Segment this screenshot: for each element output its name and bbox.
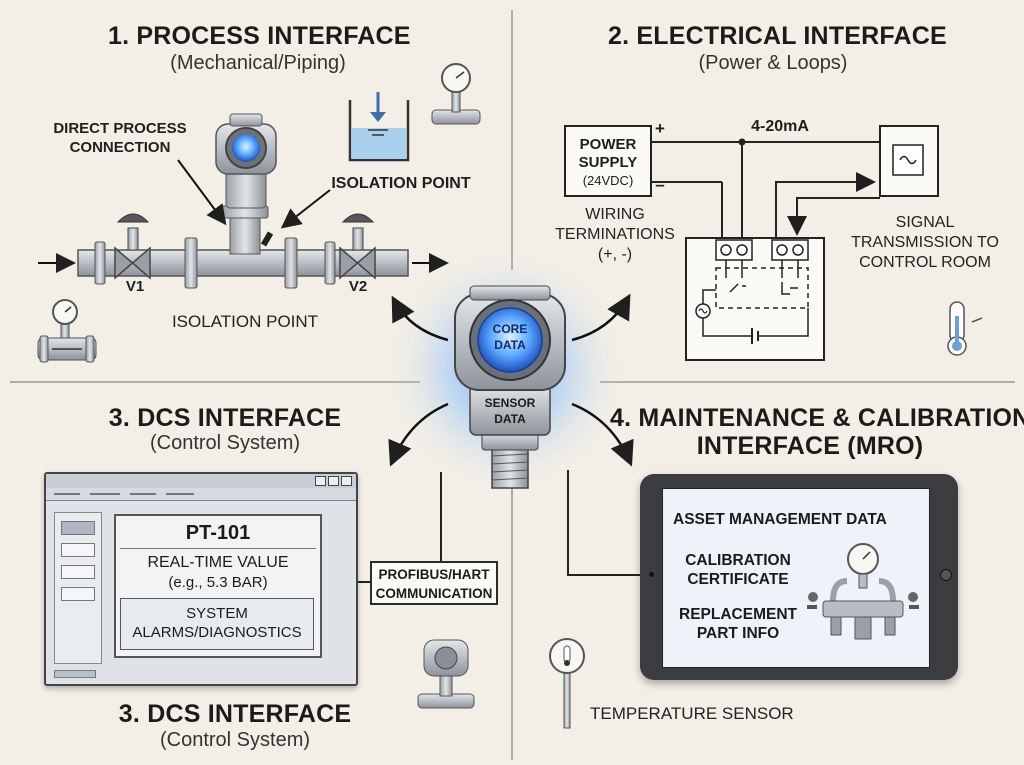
window-maximize-icon[interactable] [328,476,339,486]
sidebar-item[interactable] [61,587,95,601]
process-subtitle: (Mechanical/Piping) [170,52,346,74]
electrical-wiring [564,125,939,361]
toolbar-tab[interactable] [90,493,120,495]
toolbar-tab[interactable] [166,493,194,495]
sidebar-item[interactable] [61,543,95,557]
sidebar-item[interactable] [61,521,95,535]
alarms-panel[interactable]: SYSTEM ALARMS/DIAGNOSTICS [120,598,314,650]
alarms-line1: SYSTEM [186,605,248,622]
dcs-subtitle-top: (Control System) [149,432,301,454]
core-data-line1: CORE [492,322,528,336]
replacement-line1: REPLACEMENT [679,606,797,623]
center-sensor [454,285,566,489]
pt101-tag: PT-101 [185,522,251,544]
calibration-line1: CALIBRATION [685,552,791,569]
tablet-camera [649,572,654,577]
asset-management-label[interactable]: ASSET MANAGEMENT DATA [673,511,887,528]
dcs-window-titlebar [46,474,356,489]
window-close-icon[interactable] [341,476,352,486]
isolation-leader [280,189,331,229]
status-bar-item [54,670,96,678]
power-supply-line3: (24VDC) [582,173,634,188]
tablet-screen: ASSET MANAGEMENT DATA CALIBRATION CERTIF… [662,488,930,668]
dcs-title-top: 3. DCS INTERFACE [108,404,342,432]
isolation-point-label-top: ISOLATION POINT [331,175,471,192]
comm-protocol-box: PROFIBUS/HART COMMUNICATION [370,561,498,605]
minus-terminal-label: – [655,175,665,194]
valve-v2-label: V2 [348,278,368,295]
calibration-certificate-label[interactable]: CALIBRATION CERTIFICATE [663,551,813,589]
window-minimize-icon[interactable] [315,476,326,486]
arrow-to-maintenance [571,402,634,467]
flow-gauge-icon [37,299,97,363]
tablet-home-button[interactable] [940,569,952,581]
arrow-to-dcs [388,402,449,467]
isolation-point-label-bottom: ISOLATION POINT [171,312,319,331]
maintenance-title-line2: INTERFACE (MRO) [696,432,924,460]
pipe-gauge-icon [431,63,481,125]
thermometer-icon [947,301,983,356]
sensor-data-line1: SENSOR [484,396,536,410]
arrow-to-process [391,295,449,342]
temperature-sensor-icon [549,638,585,729]
temperature-sensor-label: TEMPERATURE SENSOR [590,704,794,723]
core-data-line2: DATA [494,338,526,352]
valve-v1-label: V1 [125,278,145,295]
signal-label-line3: CONTROL ROOM [859,254,991,271]
electrical-subtitle: (Power & Loops) [698,52,848,74]
comm-line2: COMMUNICATION [375,586,493,601]
plus-terminal-label: + [655,119,665,138]
comm-line1: PROFIBUS/HART [378,567,490,582]
replacement-line2: PART INFO [696,625,780,642]
signal-label-line1: SIGNAL [895,214,955,231]
power-supply-line2: SUPPLY [578,154,638,171]
process-piping [38,205,449,289]
toolbar-tab[interactable] [130,493,156,495]
pt101-panel: PT-101 REAL-TIME VALUE (e.g., 5.3 BAR) S… [114,514,322,658]
dcs-subtitle-bottom: (Control System) [159,729,311,751]
alarms-line2: ALARMS/DIAGNOSTICS [132,624,302,641]
loop-current-label: 4-20mA [751,118,809,135]
electrical-title: 2. ELECTRICAL INTERFACE [608,22,947,50]
dcs-window: PT-101 REAL-TIME VALUE (e.g., 5.3 BAR) S… [44,472,358,686]
direct-process-leader [177,159,227,226]
dcs-toolbar [46,488,356,501]
arrow-to-electrical [571,293,631,342]
signal-label-line2: TRANSMISSION TO [851,234,999,251]
maintenance-title-line1: 4. MAINTENANCE & CALIBRATION [610,404,1024,432]
real-time-value-label: REAL-TIME VALUE [147,554,289,571]
real-time-value-example: (e.g., 5.3 BAR) [168,574,268,591]
mro-tablet: ASSET MANAGEMENT DATA CALIBRATION CERTIF… [640,474,958,680]
power-supply-line1: POWER [579,136,637,153]
wiring-label-line1: WIRING [585,206,645,223]
wiring-label-line3: (+, -) [597,246,633,263]
sensor-data-line2: DATA [494,412,526,426]
calibration-line2: CERTIFICATE [687,571,789,588]
manifold-gauge-icon [807,543,919,640]
tank-level-icon [348,92,410,162]
direct-process-label-line1: DIRECT PROCESS [53,120,187,137]
wiring-label-line2: TERMINATIONS [555,226,675,243]
direct-process-label-line2: CONNECTION [69,139,171,156]
small-transmitter-icon [417,639,475,709]
dcs-sidebar [54,512,102,664]
process-title: 1. PROCESS INTERFACE [108,22,411,50]
sidebar-item[interactable] [61,565,95,579]
dcs-title-bottom: 3. DCS INTERFACE [118,700,352,728]
toolbar-tab[interactable] [54,493,80,495]
process-transmitter [215,113,277,209]
replacement-part-label[interactable]: REPLACEMENT PART INFO [663,605,813,643]
tablet-link-line [567,470,640,576]
